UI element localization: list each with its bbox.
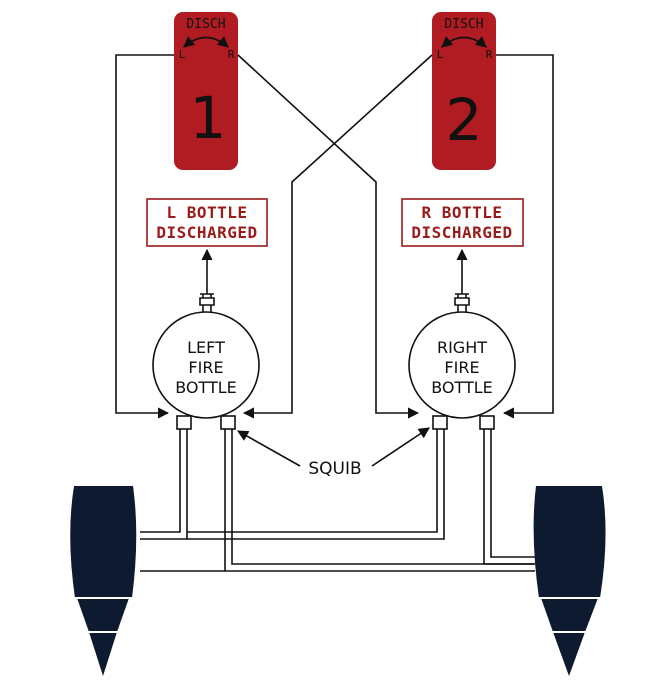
right-bottle-body [408, 311, 516, 419]
handle-2-body[interactable] [432, 12, 496, 170]
r-bottle-discharged-light: R BOTTLE DISCHARGED [401, 198, 524, 247]
handle-2-right-mark: R [486, 48, 493, 61]
left-bottle-line3: BOTTLE [175, 378, 237, 397]
handle-2-number: 2 [446, 86, 483, 154]
right-bottle-squib-b [479, 415, 495, 430]
left-nacelle-body [70, 486, 137, 598]
handle-1-rotate-arc [183, 36, 229, 48]
left-bottle-squib-a [176, 415, 192, 430]
handle-1-left-wire [115, 54, 174, 419]
right-fire-bottle: RIGHT FIRE BOTTLE [408, 293, 516, 430]
right-nacelle-tip [553, 632, 585, 676]
right-bottle-line3: BOTTLE [431, 378, 493, 397]
squib-arrow-left [237, 430, 301, 467]
left-bottle-body [152, 311, 260, 419]
pipe-left-b-inner [231, 429, 535, 565]
handle-1-body[interactable] [174, 12, 238, 170]
left-engine-nacelle [70, 486, 137, 676]
pipe-right-b-outer [483, 429, 535, 565]
right-bottle-squib-a [432, 415, 448, 430]
l-indicator-line1: L BOTTLE [166, 203, 247, 222]
l-bottle-discharged-light: L BOTTLE DISCHARGED [146, 198, 268, 247]
pipe-right-a-inner [187, 429, 445, 540]
handle-2-left-mark: L [437, 48, 444, 61]
pipe-left-a-outer [140, 429, 181, 533]
squib-label: SQUIB [308, 459, 361, 479]
right-bottle-line2: FIRE [444, 358, 479, 377]
left-bottle-line2: FIRE [188, 358, 223, 377]
handle-2-left-wire [242, 54, 433, 419]
handle-2-disch-label: DISCH [444, 17, 483, 32]
right-nacelle-body [533, 486, 606, 598]
left-nacelle-tip [89, 632, 117, 676]
left-fire-bottle: LEFT FIRE BOTTLE [152, 293, 260, 430]
handle-1-left-mark: L [179, 48, 186, 61]
left-bottle-squib-b [220, 415, 236, 430]
handle-1-right-mark: R [228, 48, 235, 61]
fire-handle-2[interactable]: DISCH L R 2 [432, 12, 496, 170]
handle-2-rotate-arc [441, 36, 487, 48]
fire-handle-1[interactable]: DISCH L R 1 [174, 12, 238, 170]
handle-1-number: 1 [190, 84, 227, 152]
l-indicator-line2: DISCHARGED [156, 223, 257, 242]
left-pressure-switch [199, 293, 215, 312]
r-indicator-line2: DISCHARGED [411, 223, 512, 242]
handle-1-disch-label: DISCH [186, 17, 225, 32]
right-engine-nacelle [532, 486, 606, 676]
pipe-right-a-outer [187, 429, 438, 533]
squib-arrow-right [371, 427, 430, 467]
right-pressure-switch [454, 293, 470, 312]
right-nacelle-cone [541, 598, 598, 632]
right-bottle-line1: RIGHT [437, 338, 487, 357]
handle-1-right-wire [237, 54, 420, 419]
handle-2-right-wire [496, 54, 554, 419]
left-bottle-line1: LEFT [187, 338, 225, 357]
pipe-right-b-inner [490, 429, 535, 558]
r-indicator-line1: R BOTTLE [421, 203, 502, 222]
left-nacelle-cone [77, 598, 129, 632]
